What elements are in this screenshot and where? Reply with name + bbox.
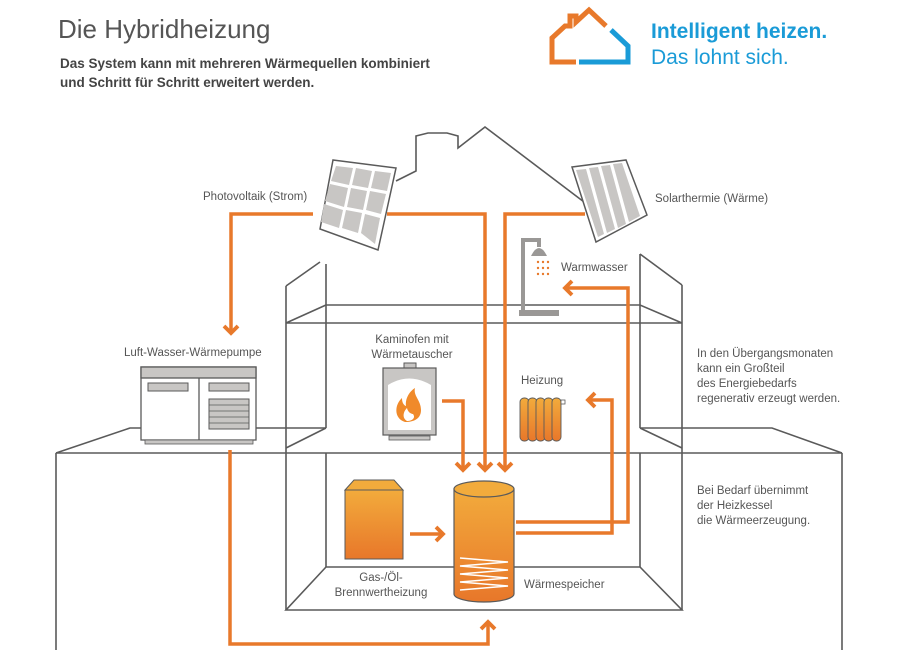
flow-heatpump-to-tank — [228, 450, 497, 646]
note-line: die Wärmeerzeugung. — [697, 515, 811, 527]
photovoltaic-panel-icon — [319, 159, 397, 251]
note-line: Bei Bedarf übernimmt — [697, 485, 809, 497]
flow-solar-to-tank — [496, 212, 585, 473]
roof-right — [639, 253, 683, 286]
page-title: Die Hybridheizung — [58, 14, 271, 44]
label-waermepumpe: Luft-Wasser-Wärmepumpe — [124, 347, 262, 359]
flame-icon — [396, 388, 421, 422]
note-line: des Energiebedarfs — [697, 378, 797, 390]
label-line: Gas-/Öl- — [359, 572, 403, 584]
energy-flows — [222, 212, 630, 646]
label-line: Brennwertheizung — [334, 587, 428, 599]
flow-tank-to-radiator — [516, 391, 614, 535]
flow-pv-to-heatpump — [222, 212, 313, 336]
note-on-demand: Bei Bedarf übernimmt der Heizkessel die … — [697, 484, 810, 529]
note-line: In den Übergangsmonaten — [697, 348, 834, 360]
logo-house-icon — [549, 6, 631, 65]
page-subtitle: Das System kann mit mehreren Wärmequelle… — [60, 54, 490, 92]
label-photovoltaik: Photovoltaik (Strom) — [203, 191, 308, 203]
gas-oil-boiler-icon — [343, 479, 405, 560]
house-outline — [55, 125, 843, 650]
label-kaminofen: Kaminofen mit Wärmetauscher — [367, 333, 457, 363]
logo-tagline-bold: Intelligent heizen. — [651, 20, 828, 43]
note-transition-months: In den Übergangsmonaten kann ein Großtei… — [697, 347, 840, 407]
heating-coil — [459, 557, 509, 591]
subtitle-line: Das System kann mit mehreren Wärmequelle… — [60, 56, 430, 71]
shower-icon — [519, 238, 559, 316]
label-line: Kaminofen mit — [375, 334, 449, 346]
heat-pump-icon — [140, 366, 257, 445]
radiator-icon — [519, 397, 566, 442]
logo-tagline: Das lohnt sich. — [651, 46, 789, 69]
label-solarthermie: Solarthermie (Wärme) — [655, 193, 769, 205]
note-line: kann ein Großteil — [697, 363, 785, 375]
label-line: Wärmetauscher — [371, 349, 453, 361]
chimney — [395, 125, 589, 206]
fireplace-stove-icon — [382, 362, 437, 441]
label-warmwasser: Warmwasser — [561, 262, 628, 274]
note-line: regenerativ erzeugt werden. — [697, 393, 841, 405]
roof-left — [285, 261, 321, 287]
note-line: der Heizkessel — [697, 500, 773, 512]
label-heizung: Heizung — [521, 375, 564, 387]
subtitle-line: und Schritt für Schritt erweitert werden… — [60, 75, 315, 90]
flow-stove-to-tank — [442, 399, 472, 473]
flow-pv-to-tank — [387, 212, 494, 473]
label-brennwertheizung: Gas-/Öl- Brennwertheizung — [322, 571, 440, 601]
heat-storage-tank-icon — [453, 480, 515, 603]
label-waermespeicher: Wärmespeicher — [524, 579, 605, 591]
solar-thermal-panel-icon — [571, 159, 648, 244]
flow-tank-to-shower — [516, 279, 630, 524]
